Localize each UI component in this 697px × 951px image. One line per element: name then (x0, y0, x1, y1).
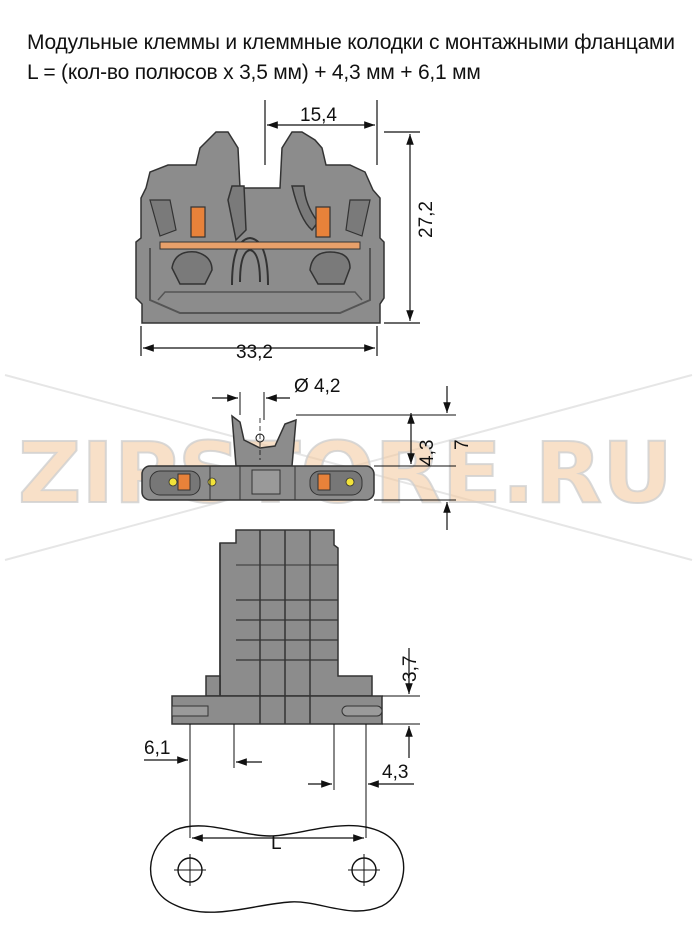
dim-flange-height: 4,3 (417, 440, 438, 466)
dim-width: 33,2 (236, 342, 273, 363)
title-line-2: L = (кол-во полюсов x 3,5 мм) + 4,3 мм +… (27, 61, 481, 84)
side-view (144, 529, 420, 838)
flange-outline (149, 824, 405, 913)
top-view (141, 386, 456, 530)
dim-offset-right: 3,7 (400, 656, 421, 682)
dim-total-height: 7 (452, 439, 473, 450)
dim-flange-left: 6,1 (144, 738, 170, 759)
dim-height: 27,2 (416, 201, 437, 238)
title-line-1: Модульные клеммы и клеммные колодки с мо… (27, 31, 675, 54)
dim-hole-diameter: Ø 4,2 (294, 376, 340, 397)
front-view (135, 100, 420, 356)
dim-length: L (271, 833, 282, 854)
dim-top-width: 15,4 (300, 105, 337, 126)
dim-flange-right: 4,3 (382, 762, 408, 783)
